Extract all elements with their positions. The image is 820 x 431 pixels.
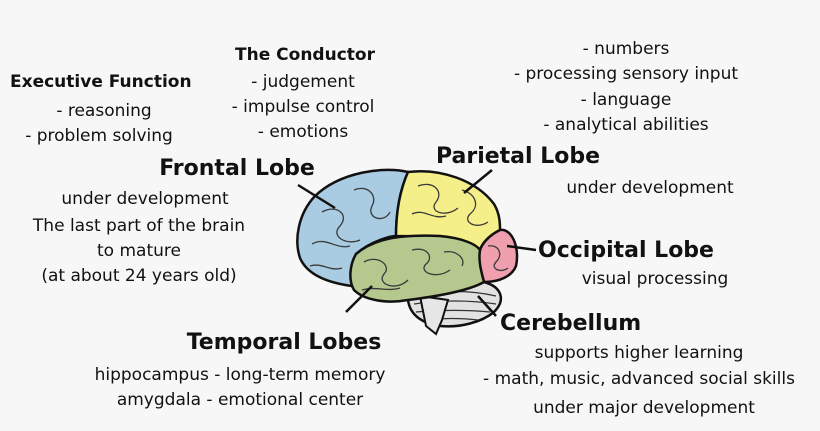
brainstem-region [418, 294, 450, 336]
frontal-lobe-label: Frontal Lobe [159, 156, 315, 181]
cerebellum-status: under major development [533, 398, 755, 418]
parietal-pointer-line [463, 169, 493, 194]
temporal-lobes-label: Temporal Lobes [186, 330, 382, 355]
cerebellum-pointer-line [477, 295, 497, 317]
cerebellum-item-skills: - math, music, advanced social skills [483, 369, 795, 389]
parietal-item-numbers: - numbers [582, 39, 670, 59]
conductor-item-judgement: - judgement [251, 72, 355, 92]
parietal-item-analytical: - analytical abilities [543, 115, 709, 135]
occipital-function: visual processing [581, 269, 729, 289]
occipital-lobe-label: Occipital Lobe [538, 238, 714, 263]
frontal-note-line-1: The last part of the brain [32, 216, 246, 236]
frontal-status: under development [61, 189, 229, 209]
parietal-item-sensory: - processing sensory input [513, 64, 739, 84]
frontal-note-line-3: (at about 24 years old) [41, 266, 237, 286]
parietal-lobe-label: Parietal Lobe [435, 144, 601, 169]
conductor-item-emotions: - emotions [257, 122, 349, 142]
frontal-note-line-2: to mature [97, 241, 181, 261]
cerebellum-label: Cerebellum [500, 311, 642, 336]
parietal-status: under development [566, 178, 734, 198]
temporal-pointer-line [345, 285, 373, 313]
executive-item-problem-solving: - problem solving [25, 126, 173, 146]
temporal-item-amygdala: amygdala - emotional center [116, 390, 364, 410]
frontal-pointer-line [297, 183, 336, 210]
executive-item-reasoning: - reasoning [56, 101, 152, 121]
executive-function-title: Executive Function [10, 72, 192, 92]
occipital-pointer-line [506, 244, 537, 252]
conductor-title: The Conductor [235, 45, 375, 65]
temporal-item-hippocampus: hippocampus - long-term memory [94, 365, 386, 385]
conductor-item-impulse-control: - impulse control [231, 97, 375, 117]
temporal-lobe-region [349, 234, 486, 303]
parietal-item-language: - language [580, 90, 672, 110]
cerebellum-item-higher-learning: supports higher learning [534, 343, 744, 363]
